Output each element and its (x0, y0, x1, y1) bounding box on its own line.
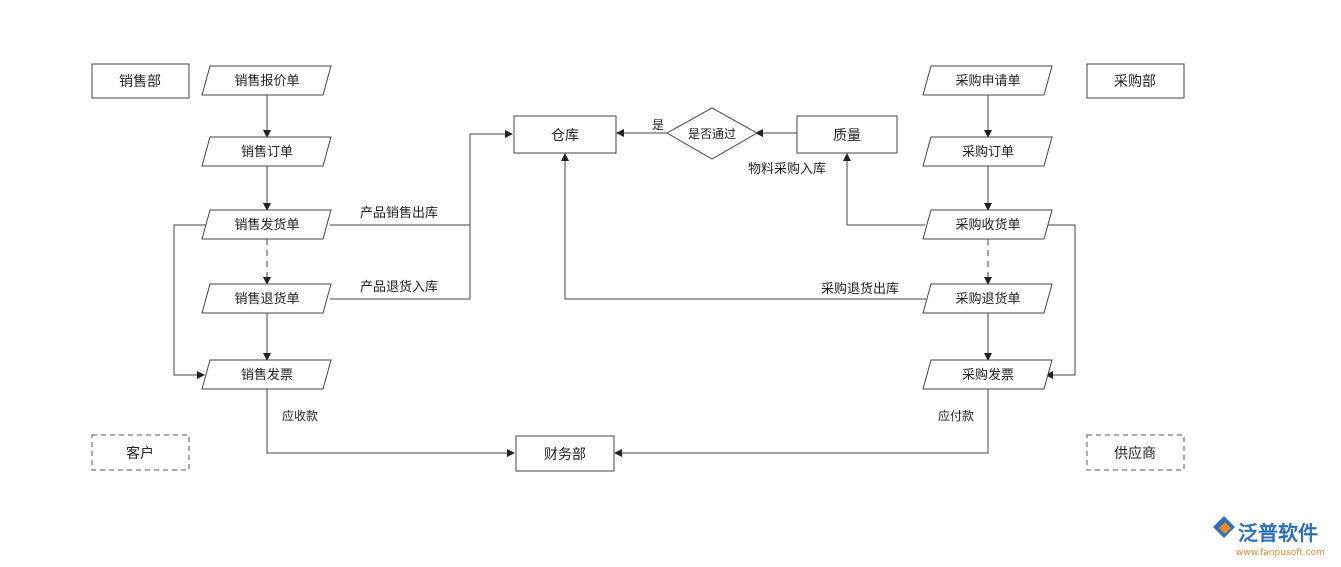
node-warehouse: 仓库 (513, 115, 617, 154)
doc-sales-quote: 销售报价单 (201, 65, 332, 96)
node-decision: 是否通过 (665, 107, 759, 160)
edge-delivery-to-invoice (173, 224, 206, 379)
purchase-return-label: 采购退货单 (955, 291, 1020, 307)
edge-label-product-return-in: 产品退货入库 (360, 279, 438, 295)
edge-label-receivable: 应收款 (282, 408, 318, 423)
purchase-dept-label: 采购部 (1114, 74, 1156, 90)
edge-label-material-in: 物料采购入库 (748, 161, 826, 177)
edge-label-product-out: 产品销售出库 (360, 205, 438, 221)
purchase-invoice-label: 采购发票 (962, 367, 1014, 383)
edge-receipt-to-quality (843, 153, 925, 226)
node-customer: 客户 (91, 434, 190, 471)
connectors (173, 95, 1076, 457)
sales-invoice-label: 销售发票 (241, 367, 293, 383)
edge-receipt-to-pinvoice (1045, 224, 1076, 379)
quality-label: 质量 (833, 128, 861, 144)
logo-mark-icon (1213, 516, 1235, 538)
sales-return-label: 销售退货单 (234, 291, 299, 307)
sales-quote-label: 销售报价单 (234, 73, 299, 89)
doc-purchase-return: 采购退货单 (922, 283, 1053, 314)
edge-preturn-to-warehouse (561, 153, 926, 300)
customer-label: 客户 (126, 445, 154, 462)
edge-delivery-to-warehouse (330, 130, 513, 226)
doc-purchase-receipt: 采购收货单 (922, 209, 1053, 240)
doc-purchase-invoice: 采购发票 (922, 359, 1053, 390)
brand-logo: 泛普软件 www.fanpusoft.com (1213, 516, 1325, 558)
doc-sales-delivery: 销售发货单 (201, 209, 332, 240)
edge-label-purchase-return-out: 采购退货出库 (821, 281, 899, 297)
warehouse-label: 仓库 (551, 128, 579, 144)
purchase-order-label: 采购订单 (962, 144, 1014, 160)
doc-purchase-request: 采购申请单 (922, 65, 1053, 96)
node-quality: 质量 (796, 115, 898, 154)
edge-pinvoice-to-finance (614, 389, 989, 457)
edge-return-to-warehouse (330, 225, 471, 300)
sales-order-label: 销售订单 (241, 144, 293, 160)
node-supplier: 供应商 (1086, 434, 1185, 471)
purchase-receipt-label: 采购收货单 (955, 217, 1020, 233)
finance-label: 财务部 (544, 447, 586, 463)
node-finance: 财务部 (515, 435, 615, 472)
decision-yes-label: 是 (652, 118, 664, 132)
sales-delivery-label: 销售发货单 (234, 217, 299, 233)
supplier-label: 供应商 (1114, 445, 1156, 462)
sales-dept-label: 销售部 (119, 74, 161, 90)
doc-sales-return: 销售退货单 (201, 283, 332, 314)
purchase-request-label: 采购申请单 (955, 73, 1020, 89)
node-sales-dept: 销售部 (91, 63, 190, 99)
doc-sales-order: 销售订单 (201, 136, 332, 167)
node-purchase-dept: 采购部 (1086, 63, 1185, 99)
doc-purchase-order: 采购订单 (922, 136, 1053, 167)
doc-sales-invoice: 销售发票 (201, 359, 332, 390)
edge-invoice-to-finance (266, 389, 515, 457)
logo-name: 泛普软件 (1238, 521, 1318, 545)
edge-label-payable: 应付款 (938, 408, 974, 423)
decision-label: 是否通过 (688, 127, 736, 141)
logo-url: www.fanpusoft.com (1236, 548, 1325, 558)
